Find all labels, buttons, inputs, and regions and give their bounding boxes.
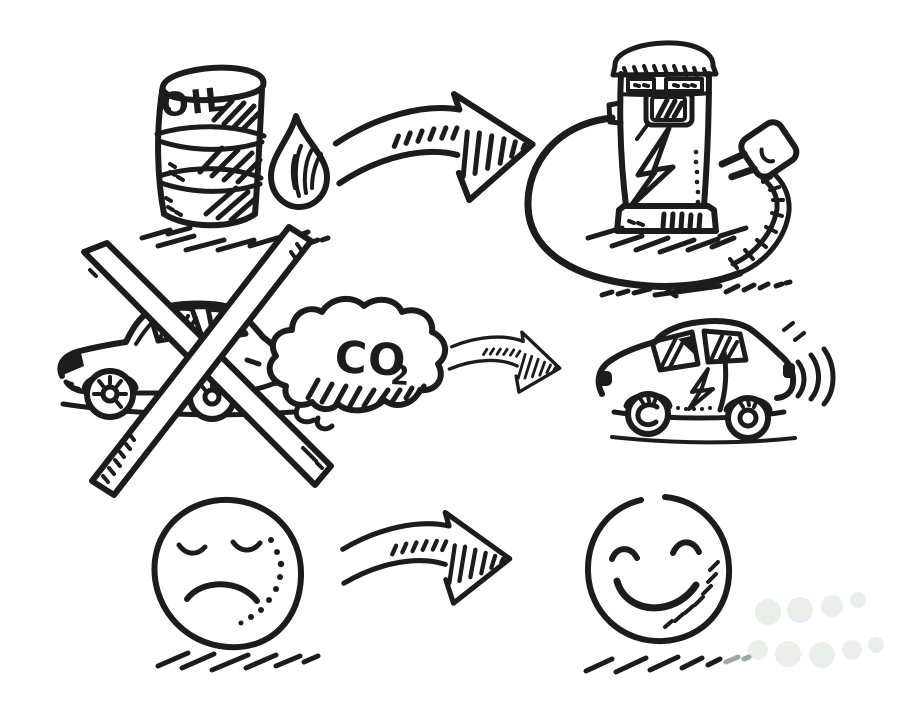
headlight	[59, 353, 84, 375]
ground-shading	[583, 654, 752, 675]
tail-light	[783, 363, 795, 378]
front-wheel	[625, 391, 671, 437]
power-plug-icon	[718, 119, 800, 181]
face-shading	[238, 537, 285, 626]
rear-wheel	[725, 395, 771, 441]
transition-arrow-bottom-icon	[342, 510, 512, 607]
electric-car-icon	[595, 318, 836, 445]
ground-shading	[585, 225, 793, 299]
motion-lines	[782, 321, 836, 407]
transition-arrow-top-icon	[332, 88, 537, 212]
cross-out-x-icon	[81, 224, 334, 498]
co2-subscript: 2	[390, 360, 410, 392]
dotted-line	[693, 149, 701, 205]
transition-arrow-middle-icon	[445, 323, 565, 398]
oil-barrel-icon: OIL	[139, 64, 331, 253]
front-wheel	[84, 368, 136, 420]
charging-station-body	[606, 40, 719, 234]
ground-shading	[155, 650, 321, 673]
lightning-bolt-icon	[687, 367, 715, 411]
watermark	[748, 592, 884, 668]
co2-cloud-icon: CO 2	[266, 295, 449, 432]
face-shading	[663, 560, 720, 629]
sad-face-icon	[151, 496, 321, 673]
co2-label: CO	[333, 332, 407, 387]
headlight	[597, 371, 612, 386]
ev-charging-station-icon	[524, 40, 800, 299]
oil-drop-icon	[268, 113, 330, 210]
charging-cable-icon	[524, 114, 792, 290]
screen	[635, 89, 695, 141]
happy-face-icon	[583, 494, 752, 675]
